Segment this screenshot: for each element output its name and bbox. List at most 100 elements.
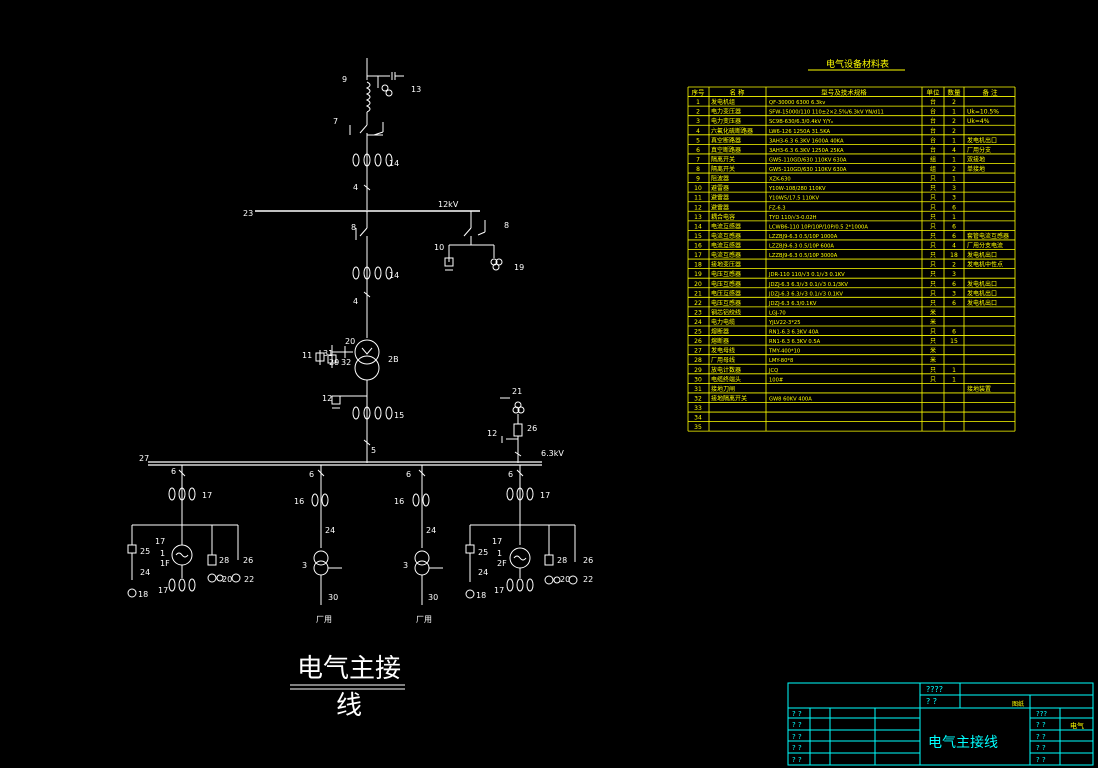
table-cell: 23	[694, 309, 702, 316]
table-cell: 3	[952, 290, 956, 297]
table-cell: 只	[930, 204, 936, 211]
table-cell: 发电机出口	[967, 289, 997, 297]
label-n17c: 17	[155, 537, 165, 546]
label-g2F: 2F	[497, 559, 507, 568]
table-cell: 只	[930, 367, 936, 374]
table-cell: 15	[694, 233, 702, 240]
label-g1F: 1F	[160, 559, 170, 568]
table-cell: SC9B-630/6.3/0.4kV Y/Y₀	[769, 119, 833, 125]
wave-trap-coil	[365, 81, 371, 125]
table-cell: 接地装置	[967, 385, 991, 393]
table-cell: 1	[952, 367, 956, 374]
table-cell: 只	[930, 176, 936, 183]
table-cell: 5	[696, 137, 700, 144]
table-cell: 20	[694, 281, 702, 288]
label-n9: 9	[342, 75, 347, 84]
table-cell: 组	[930, 165, 936, 173]
table-cell: 米	[930, 356, 936, 364]
table-cell: 2	[952, 99, 956, 106]
label-n27: 27	[139, 454, 149, 463]
table-cell: 只	[930, 329, 936, 336]
table-cell: 熔断器	[711, 328, 729, 336]
title-block-cell-b: 电气	[1070, 721, 1084, 730]
table-cell: 避雷器	[711, 203, 729, 211]
label-n5: 5	[371, 446, 376, 455]
label-n8a: 8	[504, 221, 509, 230]
label-n20b: 20	[222, 575, 232, 584]
label-n6d: 6	[508, 470, 513, 479]
table-cell: LCWB6-110 10P/10P/10P/0.5 2*1000A	[769, 224, 868, 230]
table-cell: 米	[930, 318, 936, 326]
table-cell: SFW-15000/110 110±2×2.5%/6.3kV YN/d11	[769, 110, 884, 116]
ct-14-mid	[352, 260, 393, 338]
table-cell: 接地隔离开关	[711, 394, 747, 402]
label-n26a: 26	[527, 424, 537, 433]
title-block-mark: ? ?	[792, 721, 802, 729]
table-cell: 3AH3-6.3 6.3KV 1250A 25KA	[769, 148, 844, 154]
label-n3b: 3	[403, 561, 408, 570]
label-n25a: 25	[140, 547, 150, 556]
table-cell: 只	[930, 262, 936, 269]
table-cell: LW6-126 1250A 31.5KA	[769, 129, 831, 135]
pt-bay-21	[500, 397, 525, 463]
table-cell: 4	[952, 243, 956, 250]
table-cell: GW8 60KV 400A	[769, 396, 812, 402]
label-g2: 1	[497, 549, 502, 558]
arrester-12-lv	[331, 395, 367, 409]
table-cell: 3	[952, 195, 956, 202]
label-n18a: 18	[138, 590, 148, 599]
label-n31: 31	[323, 349, 333, 358]
table-header-cell: 备 注	[982, 88, 998, 97]
label-n22b: 22	[583, 575, 593, 584]
table-cell: 只	[930, 290, 936, 297]
table-cell: 18	[694, 262, 702, 269]
table-cell: 11	[694, 195, 702, 202]
table-cell: 3	[952, 271, 956, 278]
table-cell: 六氟化硫断路器	[711, 127, 753, 135]
label-n29: 29	[329, 358, 339, 367]
label-n25b: 25	[478, 548, 488, 557]
label-n17b: 17	[540, 491, 550, 500]
label-feederB: 厂用	[416, 615, 432, 624]
title-block-cell-a: 图纸	[1012, 700, 1024, 708]
label-n17a: 17	[202, 491, 212, 500]
ct-14-top	[352, 148, 393, 210]
table-cell: 3AH3-6.3 6.3KV 1600A 40KA	[769, 138, 844, 144]
table-cell: 接地变压器	[711, 261, 741, 269]
title-block-mark: ? ?	[792, 744, 802, 752]
table-header-cell: 数量	[948, 88, 962, 97]
title-block	[787, 682, 1094, 766]
table-cell: 1	[952, 376, 956, 383]
table-cell: 真空断路器	[711, 136, 741, 144]
drawing-main-title: 电气主接线	[296, 654, 401, 721]
table-cell: 32	[694, 395, 702, 402]
table-cell: LZZBJ9-6.3 0.5/10P 600A	[769, 244, 834, 250]
table-header-cell: 单位	[927, 88, 941, 97]
label-n16b: 16	[394, 497, 404, 506]
table-cell: 只	[930, 223, 936, 230]
label-n4b: 4	[353, 297, 358, 306]
label-n14a: 14	[389, 159, 399, 168]
table-cell: GW5-110GD/630 110KV 630A	[769, 167, 847, 173]
table-cell: 34	[694, 415, 702, 422]
table-cell: RN1-6.3 6.3KV 40A	[769, 330, 819, 336]
label-n26b: 26	[243, 556, 253, 565]
label-n26c: 26	[583, 556, 593, 565]
label-g1: 1	[160, 549, 165, 558]
table-cell: 单接地	[967, 165, 985, 173]
table-cell: 只	[930, 252, 936, 259]
table-cell: 6	[952, 329, 956, 336]
table-cell: FZ-6.3	[769, 205, 786, 211]
table-cell: 6	[952, 223, 956, 230]
table-cell: 只	[930, 233, 936, 240]
table-cell: 7	[696, 156, 700, 163]
table-cell: 30	[694, 376, 702, 383]
table-cell: 套管电流互感器	[967, 232, 1009, 240]
table-cell: 只	[930, 214, 936, 221]
label-n7: 7	[333, 117, 338, 126]
table-cell: 电压互感器	[711, 299, 741, 307]
label-n19: 19	[514, 263, 524, 272]
table-cell: 电流互感器	[711, 251, 741, 259]
table-cell: RN1-6.3 6.3KV 0.5A	[769, 339, 821, 345]
